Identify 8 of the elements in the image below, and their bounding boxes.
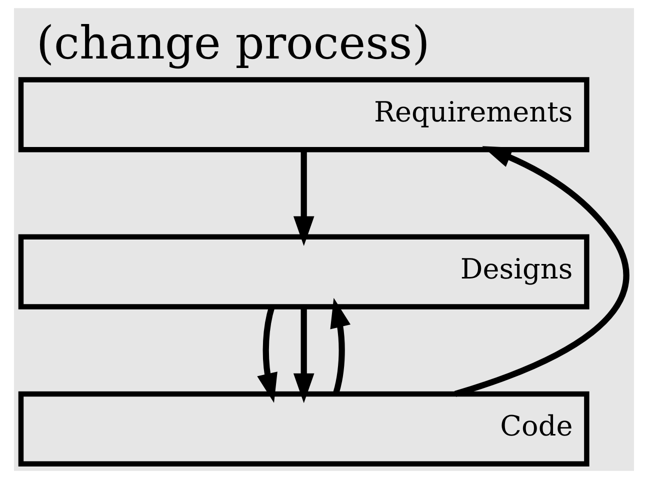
arrow xyxy=(293,150,314,246)
arrow xyxy=(257,306,278,403)
node-box: Requirements xyxy=(18,77,590,152)
diagram-title: (change process) xyxy=(36,16,430,70)
node-box: Code xyxy=(18,391,590,466)
arrow xyxy=(454,146,630,397)
node-box: Designs xyxy=(18,234,590,310)
arrow xyxy=(293,306,314,404)
